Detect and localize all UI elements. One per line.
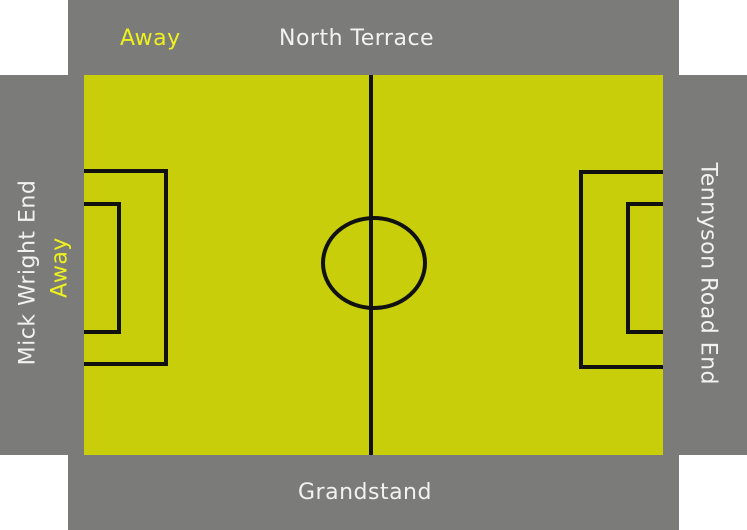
east-stand [663, 75, 747, 455]
pitch-markings [84, 75, 663, 455]
west-away-label: Away [47, 237, 73, 298]
east-penalty-area [579, 170, 663, 369]
west-stand [0, 75, 84, 455]
east-stand-label: Tennyson Road End [695, 162, 721, 386]
pitch [84, 75, 663, 455]
east-goal-area [626, 202, 663, 334]
north-stand-label: North Terrace [279, 26, 435, 51]
center-circle [321, 216, 427, 310]
north-away-label: Away [120, 26, 181, 51]
west-stand-label: Mick Wright End [15, 179, 41, 366]
south-stand [68, 455, 679, 530]
north-stand [68, 0, 679, 75]
south-stand-label: Grandstand [298, 480, 432, 505]
west-penalty-area [84, 169, 168, 366]
west-goal-area [84, 202, 121, 334]
